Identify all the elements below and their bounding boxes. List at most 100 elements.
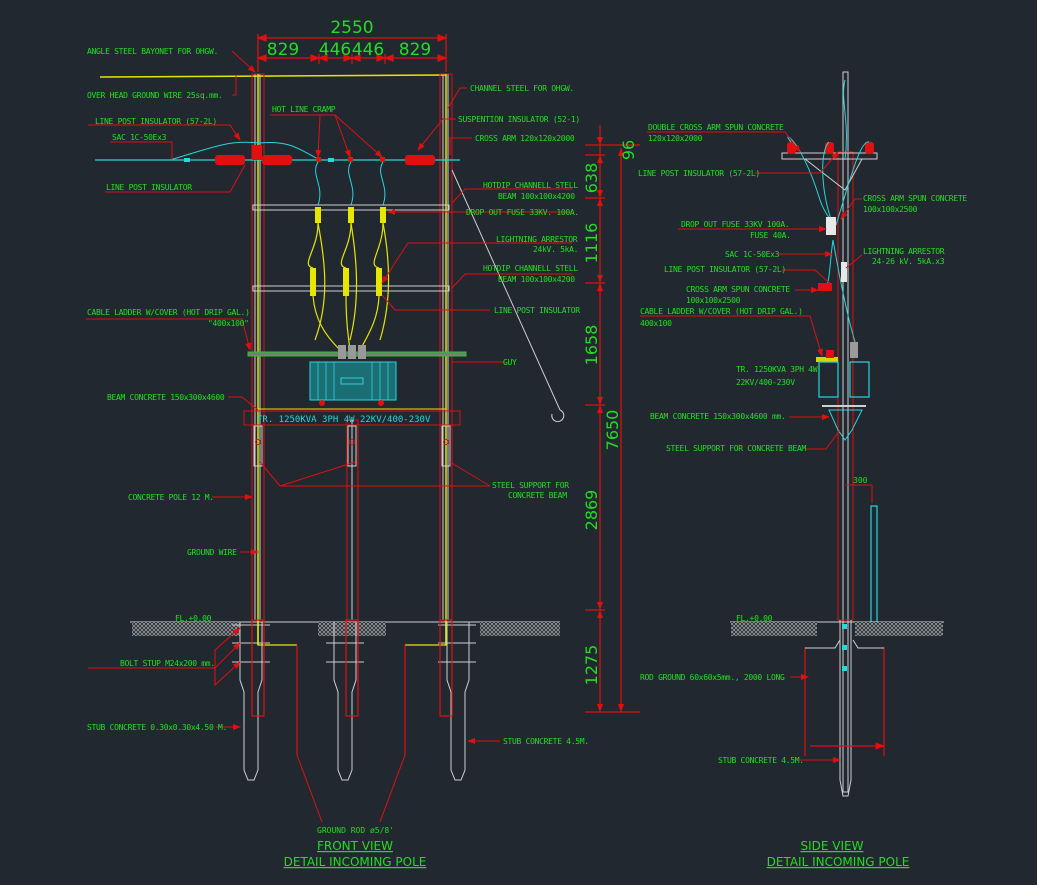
label-steel-support-2: CONCRETE BEAM bbox=[508, 491, 567, 500]
side-transformer-right bbox=[849, 361, 870, 398]
insulator-vertical bbox=[252, 145, 262, 160]
hotdip-channel-beam-lower bbox=[252, 285, 450, 292]
side-label-double-cross-arm-size: 120x120x2000 bbox=[648, 134, 703, 143]
label-hotdip-channel-lower-2: BEAM 100x100x4200 bbox=[498, 275, 575, 284]
front-view: 2550 829 446 446 829 bbox=[86, 18, 640, 869]
label-cable-ladder: CABLE LADDER W/COVER (HOT DRIP GAL.) bbox=[87, 308, 250, 317]
ground-rods bbox=[251, 619, 453, 755]
side-cable-ladder bbox=[816, 357, 838, 362]
insulator-left-1 bbox=[215, 155, 245, 165]
label-line-post-insulator-57-2l: LINE POST INSULATOR (57-2L) bbox=[95, 117, 217, 126]
dim-overall-width: 2550 bbox=[330, 18, 373, 38]
side-label-cross-arm-spun-1-size: 100x100x2500 bbox=[863, 205, 918, 214]
side-label-rod-ground: ROD GROUND 60x60x5mm., 2000 LONG bbox=[640, 673, 785, 682]
steel-supports bbox=[253, 425, 451, 467]
side-label-fuse-40a: FUSE 40A. bbox=[750, 231, 791, 240]
drop-out-fuses bbox=[310, 207, 386, 296]
fuse-2 bbox=[348, 207, 354, 223]
front-view-title: FRONT VIEW bbox=[317, 839, 393, 853]
ground-hatch-center bbox=[318, 622, 386, 636]
side-label-line-post-insulator-lower: LINE POST INSULATOR (57-2L) bbox=[664, 265, 786, 274]
side-label-drop-out-fuse: DROP OUT FUSE 33KV 100A. bbox=[681, 220, 789, 229]
side-label-cross-arm-spun-2-size: 100x100x2500 bbox=[686, 296, 741, 305]
side-drop-out-fuse bbox=[826, 217, 836, 235]
cable-ladder bbox=[247, 351, 467, 357]
side-view-subtitle: DETAIL INCOMING POLE bbox=[767, 855, 910, 869]
side-label-lightning-arrestor: LIGHTNING ARRESTOR bbox=[863, 247, 945, 256]
bushing-3 bbox=[358, 345, 366, 359]
label-line-post-insulator: LINE POST INSULATOR bbox=[106, 183, 192, 192]
left-leaders bbox=[86, 50, 259, 730]
side-label-line-post-insulator-top: LINE POST INSULATOR (57-2L) bbox=[638, 169, 760, 178]
overhead-ground-wire bbox=[99, 74, 447, 78]
side-label-floor-level: FL.+0.00 bbox=[736, 614, 773, 623]
label-overhead-ground-wire: OVER HEAD GROUND WIRE 25sq.mm. bbox=[87, 91, 223, 100]
side-label-cable-ladder: CABLE LADDER W/COVER (HOT DRIP GAL.) bbox=[640, 307, 803, 316]
label-hotdip-channel-upper-2: BEAM 100x100x4200 bbox=[498, 192, 575, 201]
dim-1658: 1658 bbox=[582, 325, 601, 366]
guy-wire bbox=[451, 169, 561, 411]
bushing-2 bbox=[348, 345, 356, 359]
arrestor-3 bbox=[376, 268, 382, 296]
side-stub bbox=[839, 620, 852, 797]
side-label-steel-support: STEEL SUPPORT FOR CONCRETE BEAM bbox=[666, 444, 806, 453]
label-hot-line-cramp: HOT LINE CRAMP bbox=[272, 105, 336, 114]
label-concrete-pole: CONCRETE POLE 12 M. bbox=[128, 493, 214, 502]
dim-segment-3: 446 bbox=[352, 40, 384, 60]
dim-96: 96 bbox=[619, 140, 638, 160]
label-stub-concrete: STUB CONCRETE 0.30x0.30x4.50 M. bbox=[87, 723, 227, 732]
label-sac-cable: SAC 1C-50Ex3 bbox=[112, 133, 167, 142]
label-drop-out-fuse: DROP OUT FUSE 33KV. 100A. bbox=[466, 208, 579, 217]
insulator-left-2 bbox=[262, 155, 292, 165]
dim-1275: 1275 bbox=[582, 645, 601, 686]
right-leaders bbox=[259, 87, 572, 744]
hot-line-cramp-1 bbox=[316, 157, 321, 162]
side-label-double-cross-arm: DOUBLE CROSS ARM SPUN CONCRETE bbox=[648, 123, 784, 132]
dim-segment-1: 829 bbox=[267, 40, 299, 60]
side-pole bbox=[842, 71, 849, 793]
dim-2869: 2869 bbox=[582, 490, 601, 531]
dim-638: 638 bbox=[582, 163, 601, 194]
side-label-stub-concrete: STUB CONCRETE 4.5M. bbox=[718, 756, 804, 765]
transformer bbox=[309, 345, 397, 406]
label-suspension-insulator: SUSPENTION INSULATOR (52-1) bbox=[458, 115, 580, 124]
side-label-cross-arm-spun-2: CROSS ARM SPUN CONCRETE bbox=[686, 285, 790, 294]
side-transformer-left bbox=[818, 361, 839, 398]
front-view-subtitle: DETAIL INCOMING POLE bbox=[284, 855, 427, 869]
line-post-insulators bbox=[215, 145, 435, 165]
side-label-sac-cable: SAC 1C-50Ex3 bbox=[725, 250, 780, 259]
side-line-post-insulator bbox=[818, 283, 832, 291]
side-view: 300 DOUBLE bbox=[638, 71, 968, 869]
label-cable-ladder-size: "400x100" bbox=[208, 319, 249, 328]
label-ground-wire: GROUND WIRE bbox=[187, 548, 237, 557]
side-leaders bbox=[640, 131, 863, 763]
transformer-tank bbox=[309, 361, 397, 401]
label-stub-concrete-4-5m: STUB CONCRETE 4.5M. bbox=[503, 737, 589, 746]
dim-300: 300 bbox=[853, 476, 868, 485]
fuse-3 bbox=[380, 207, 386, 223]
label-hotdip-channel-upper-1: HOTDIP CHANNELL STELL bbox=[483, 181, 578, 190]
label-line-post-insulator-right: LINE POST INSULATOR bbox=[494, 306, 580, 315]
label-steel-support-1: STEEL SUPPORT FOR bbox=[492, 481, 569, 490]
stub-concretes bbox=[232, 622, 476, 781]
side-label-transformer: TR. 1250KVA 3PH 4W bbox=[736, 365, 818, 374]
top-dimension bbox=[256, 34, 448, 72]
ground-hatch-right bbox=[480, 622, 560, 636]
label-floor-level: FL.+0.00 bbox=[175, 614, 212, 623]
drop-cables bbox=[315, 161, 386, 206]
arrestor-2 bbox=[343, 268, 349, 296]
side-pole-outline bbox=[837, 151, 854, 621]
arrestor-1 bbox=[310, 268, 316, 296]
transformer-label: TR. 1250KVA 3PH 4W 22KV/400-230V bbox=[257, 415, 431, 425]
label-beam-concrete: BEAM CONCRETE 150x300x4600 bbox=[107, 393, 225, 402]
label-angle-steel-bayonet: ANGLE STEEL BAYONET FOR OHGW. bbox=[87, 47, 218, 56]
side-steel-support bbox=[828, 409, 863, 441]
side-ground-hatch-left bbox=[731, 622, 817, 636]
label-bolt-stup: BOLT STUP M24x200 mm. bbox=[120, 659, 215, 668]
fuse-1 bbox=[315, 207, 321, 223]
dim-segment-2: 446 bbox=[319, 40, 351, 60]
side-label-cross-arm-spun-1: CROSS ARM SPUN CONCRETE bbox=[863, 194, 967, 203]
label-cross-arm: CROSS ARM 120x120x2000 bbox=[475, 134, 575, 143]
